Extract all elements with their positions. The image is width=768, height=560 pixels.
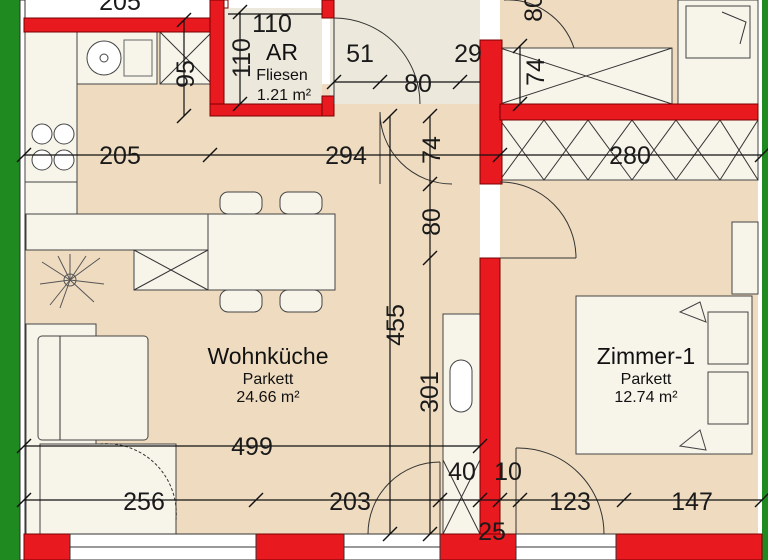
dim-row2-total: 499 <box>231 433 273 461</box>
armchair <box>39 443 177 545</box>
dim-ar-height: 110 <box>228 38 256 78</box>
dim-ar-left-depth: 95 <box>172 60 200 88</box>
dim-row3-a: 256 <box>123 488 165 516</box>
dim-ar-width: 110 <box>252 10 292 38</box>
dim-row1-right: 280 <box>609 142 651 170</box>
dim-vertical-opening: 80 <box>418 208 446 236</box>
wardrobe <box>499 119 759 181</box>
chair-icon <box>219 191 323 313</box>
nightstand <box>731 221 759 295</box>
dim-ar-door-left: 51 <box>346 40 374 68</box>
room-name-zimmer1: Zimmer-1 <box>597 343 695 369</box>
room-floor-wohnkueche: Parkett <box>243 371 294 388</box>
dim-wall-gap: 74 <box>418 136 446 164</box>
tall-cabinet <box>442 313 481 535</box>
dim-right-gap: 74 <box>522 58 550 86</box>
outer-wall-left <box>0 0 20 560</box>
dim-lower-depth: 301 <box>416 371 444 413</box>
dim-small-10: 10 <box>494 458 522 486</box>
pillow <box>707 311 749 365</box>
dim-ar-door-right: 29 <box>454 40 482 68</box>
dim-row3-b: 203 <box>329 488 371 516</box>
room-floor-ar: Fliesen <box>256 67 308 84</box>
room-name-wohnkueche: Wohnküche <box>207 343 328 369</box>
dim-top-right: 80 <box>520 0 548 22</box>
windows <box>69 533 617 560</box>
dim-top-partial: 205 <box>99 0 141 16</box>
outer-wall-left-inner <box>19 0 26 560</box>
dim-corridor-opening: 80 <box>404 70 432 98</box>
dimension-lines <box>16 4 768 542</box>
dim-row1-mid: 294 <box>325 142 367 170</box>
room-name-ar: AR <box>266 39 298 65</box>
dining-table <box>206 213 336 291</box>
walls <box>23 0 763 560</box>
dim-bottom-25: 25 <box>478 518 506 546</box>
dim-row3-c: 123 <box>549 488 591 516</box>
plant-icon <box>39 254 105 309</box>
room-area-wohnkueche: 24.66 m² <box>236 389 300 406</box>
sink-icon <box>86 40 122 76</box>
room-floor-zimmer1: Parkett <box>621 371 672 388</box>
dim-row1-left: 205 <box>99 142 141 170</box>
dim-room-depth: 455 <box>382 304 410 346</box>
bench <box>25 213 209 251</box>
door-swing <box>333 0 605 535</box>
outer-wall-right <box>762 0 768 560</box>
floor-ar <box>222 8 322 106</box>
dim-row3-d: 147 <box>671 488 713 516</box>
dim-small-40: 40 <box>448 458 476 486</box>
room-area-zimmer1: 12.74 m² <box>614 389 678 406</box>
pillow <box>707 371 749 425</box>
dimension-labels: 205 110 110 51 29 80 95 80 74 74 205 294… <box>99 0 713 546</box>
room-area-ar: 1.21 m² <box>257 87 312 104</box>
